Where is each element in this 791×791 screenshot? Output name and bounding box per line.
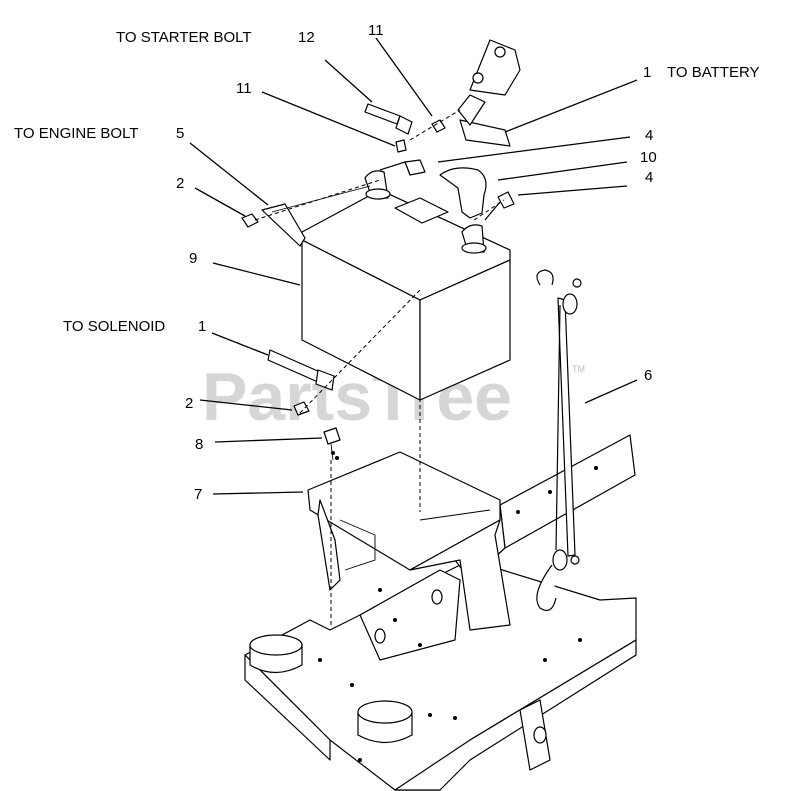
- callout-2-upper: 2: [176, 175, 184, 192]
- callout-labels: TO STARTER BOLT 12 11 11 1 TO BATTERY TO…: [14, 22, 760, 503]
- label-to-starter-bolt: TO STARTER BOLT: [116, 29, 252, 46]
- hold-down-rod: [536, 269, 582, 611]
- terminal-bolts: [379, 159, 515, 221]
- callout-4-upper: 4: [645, 127, 653, 144]
- battery: [301, 170, 511, 401]
- callout-11-left: 11: [236, 80, 252, 97]
- label-to-solenoid: TO SOLENOID: [63, 318, 165, 335]
- label-to-engine-bolt: TO ENGINE BOLT: [14, 125, 138, 142]
- callout-4-lower: 4: [645, 169, 653, 186]
- callout-2-lower: 2: [185, 395, 193, 412]
- leader-lines: [189, 37, 638, 495]
- callout-10: 10: [640, 149, 657, 166]
- callout-9: 9: [189, 250, 197, 267]
- callout-7: 7: [194, 486, 202, 503]
- callout-8: 8: [195, 436, 203, 453]
- label-to-battery: TO BATTERY: [667, 64, 760, 81]
- battery-cables: [241, 39, 521, 461]
- callout-1-battery: 1: [643, 64, 651, 81]
- callout-12: 12: [298, 29, 315, 46]
- callout-6: 6: [644, 367, 652, 384]
- battery-tray: [307, 451, 511, 631]
- callout-1-solenoid: 1: [198, 318, 206, 335]
- assembly-guide-lines: [254, 109, 505, 625]
- watermark-trademark: TM: [572, 364, 585, 374]
- terminal-cover: [439, 167, 487, 219]
- callout-5: 5: [176, 125, 184, 142]
- callout-11-top: 11: [368, 22, 384, 39]
